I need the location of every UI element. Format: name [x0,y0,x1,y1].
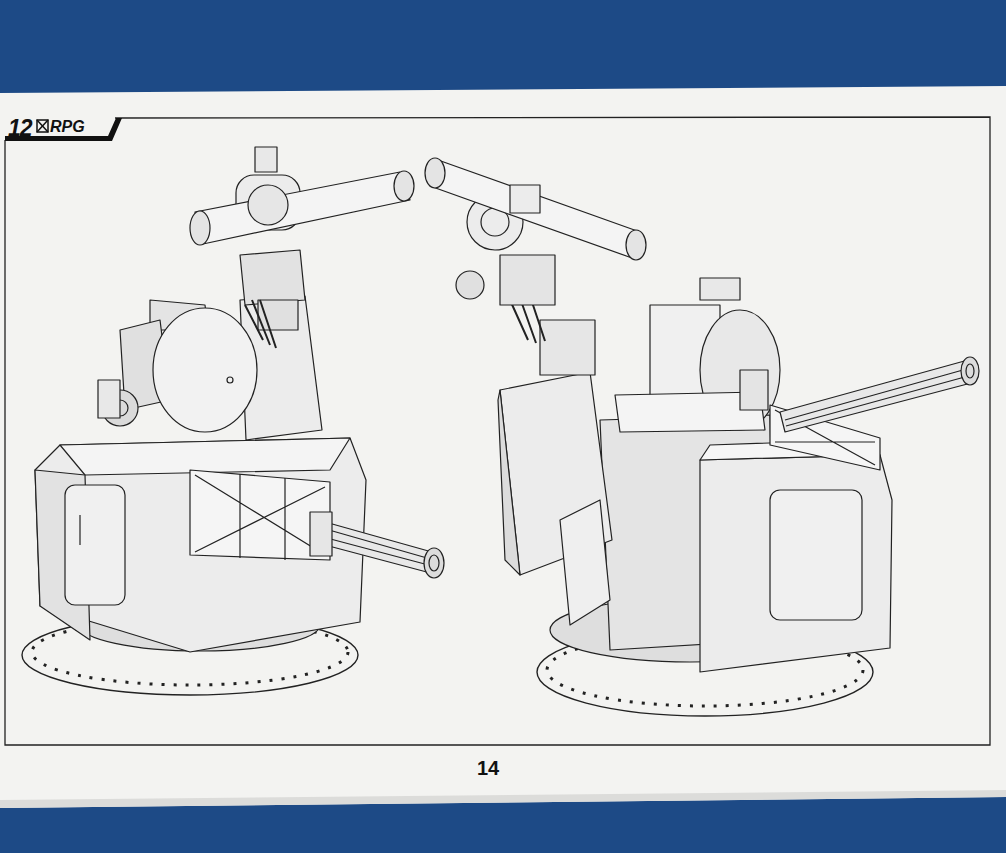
logo-band-part [37,120,48,132]
left-turret-part [60,438,350,475]
left-turret-part [248,185,288,225]
left-turret-part [240,250,305,305]
right-turret-part [626,230,646,260]
right-turret-part [740,370,768,410]
left-turret [22,147,444,695]
logo-band-part [37,120,48,132]
right-turret-part [785,368,972,426]
left-turret-part [394,171,414,201]
left-turret-part [255,147,277,172]
right-turret-part [770,490,862,620]
left-turret-part [322,528,436,567]
right-turret [425,158,979,716]
logo-number: 12 [8,117,32,140]
logo-band [5,118,122,141]
right-turret-part [560,500,610,625]
left-turret-part [310,512,332,556]
right-turret-part [540,320,595,375]
logo-band-part [37,120,48,132]
right-turret-part [700,278,740,300]
logo-band-part [5,118,122,141]
background-part [0,790,1006,808]
left-turret-part [153,308,257,432]
background-part [0,86,1006,808]
right-turret-part [456,271,484,299]
left-turret-part [190,470,330,560]
left-turret-part [195,172,410,244]
left-turret-part [190,211,210,245]
left-turret-part [227,377,233,383]
logo-text: RPG [50,119,85,135]
page-frame-part [5,117,990,745]
left-turret-part [65,485,125,605]
right-turret-part [430,160,640,258]
right-turret-part [961,357,979,385]
left-turret-part [318,520,438,575]
right-turret-part [510,185,540,213]
left-turret-part [79,515,80,545]
left-turret-part [429,555,439,571]
left-turret-part [424,548,444,578]
page-number: 14 [477,758,499,778]
right-turret-part [780,360,975,432]
left-turret-part [245,300,276,348]
right-turret-part [500,255,555,305]
right-turret-part [425,158,445,188]
right-turret-part [498,390,520,575]
left-turret-part [98,380,120,418]
right-turret-part [966,364,974,378]
left-turret-part [35,438,366,652]
left-turret-part [195,474,325,560]
page-frame [5,117,990,745]
right-turret-part [700,455,892,672]
